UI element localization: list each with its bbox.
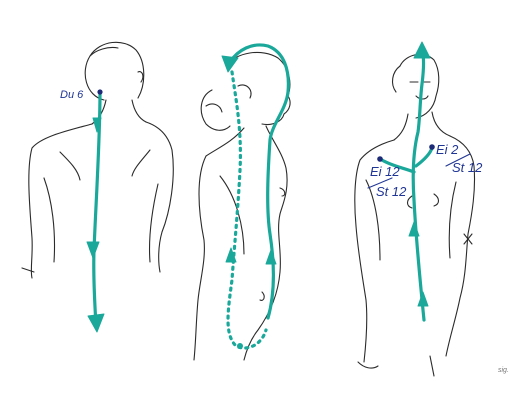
meridian-arrow-down-2 (87, 242, 99, 258)
meridian-arrow-head-front (414, 42, 430, 58)
figure-side-outline (194, 52, 290, 360)
meridian-arrow-mid-front (409, 222, 419, 236)
label-left-point-sub: St 12 (376, 184, 407, 199)
artist-signature: sig. (498, 367, 509, 374)
figure-back-meridian (87, 92, 104, 332)
label-right-point: Ei 2 (436, 142, 459, 157)
label-left-point: Ei 12 (370, 164, 400, 179)
acupoint-right (429, 144, 435, 150)
label-right-point-sub: St 12 (452, 160, 483, 175)
meridian-arrow-head-side (222, 56, 238, 72)
meridian-end-dot (237, 343, 243, 349)
figure-side-view (194, 45, 290, 360)
acupoint-du6 (97, 89, 102, 94)
meridian-arrow-up-side (266, 250, 276, 264)
meridian-arrow-low-front (418, 292, 428, 306)
acupoint-left (377, 156, 383, 162)
meridian-arrow-down-3 (88, 314, 104, 332)
figure-front-meridian (382, 42, 432, 320)
label-du6: Du 6 (60, 89, 84, 101)
figure-front-view: Ei 12 St 12 Ei 2 St 12 (355, 42, 483, 376)
figure-back-view: Du 6 (22, 42, 173, 332)
